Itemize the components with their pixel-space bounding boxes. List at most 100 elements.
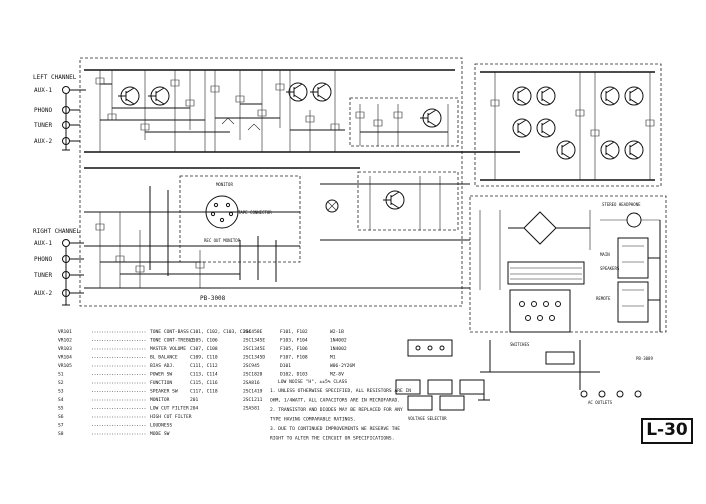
part-ref: F107, F108: [280, 355, 308, 361]
part-desc: W06-2Y26M: [330, 363, 355, 369]
part-desc: 2SC458E: [243, 329, 263, 335]
transistor-icon: [556, 140, 576, 160]
speaker-output-block: STEREO HEADPHONE MAIN SPEAKERS REMOTE: [596, 202, 661, 332]
speakers-label: SPEAKERS: [600, 266, 620, 271]
part-ref: VR101: [58, 329, 72, 335]
main-speaker-label: MAIN: [600, 252, 610, 257]
fuse-holder-icon: [545, 351, 575, 365]
part-ref: D101: [280, 363, 291, 369]
mains-section: SWITCHES AC OUTLETS PB-3089: [478, 340, 653, 405]
right-input-label: TUNER: [34, 272, 52, 279]
power-amp-left: [512, 86, 576, 160]
center-sub-board-outline: [349, 97, 459, 147]
part-ref: VR103: [58, 346, 72, 352]
part-ref: S4: [58, 397, 64, 403]
part-ref: S7: [58, 423, 64, 429]
part-desc: MONITOR: [150, 397, 170, 403]
speaker-terminal-main: [617, 237, 649, 279]
tape-connector-label: TAPE CONNECTOR: [238, 210, 272, 215]
note-line: OHM, 1/4WATT, ALL CAPACITORS ARE IN MICR…: [270, 398, 400, 404]
part-ref: S1: [58, 372, 64, 378]
transistor-icon: [536, 86, 556, 106]
part-ref: C117, C118: [190, 389, 218, 395]
part-ref: C109, C110: [190, 355, 218, 361]
left-input-label: PHONO: [34, 107, 52, 114]
power-supply-outline: [469, 195, 667, 333]
part-desc: 2SC1211: [243, 397, 263, 403]
part-desc: 2SC1345E: [243, 338, 265, 344]
part-desc: 2SA581: [243, 406, 260, 412]
part-desc: HIGH CUT FILTER: [150, 414, 192, 420]
bridge-rectifier-block: [479, 210, 591, 290]
right-input-label: AUX-1: [34, 240, 52, 247]
din-connector-icon: [205, 195, 239, 229]
rear-panel-connectors: [509, 289, 571, 333]
part-desc: SPEAKER SW: [150, 389, 178, 395]
right-input-label: AUX-2: [34, 290, 52, 297]
ac-outlet-icon: [634, 390, 642, 398]
rca-jack-icon: [62, 239, 70, 247]
part-ref: C115, C116: [190, 380, 218, 386]
transistor-icon: [600, 86, 620, 106]
pb-3008-board-outline: [79, 57, 463, 307]
transformer-icon: [507, 261, 585, 285]
center-lower-outline: [357, 171, 459, 231]
part-desc: TONE CONT-TREBLE: [150, 338, 194, 344]
pb-3089-label: PB-3089: [636, 356, 653, 361]
right-preamp-stage: [95, 212, 240, 288]
part-ref: S3: [58, 389, 64, 395]
part-desc: BL BALANCE: [150, 355, 178, 361]
part-ref: S8: [58, 431, 64, 437]
part-ref: C105, C106: [190, 338, 218, 344]
remote-speaker-label: REMOTE: [596, 296, 611, 301]
transistor-icon: [512, 86, 532, 106]
part-ref: C111, C112: [190, 363, 218, 369]
part-desc: W2-1B: [330, 329, 344, 335]
monitor-label: MONITOR: [216, 182, 233, 187]
voltage-selector-plug: [509, 289, 571, 333]
part-desc: FUNCTION: [150, 380, 172, 386]
part-ref: D102, D103: [280, 372, 308, 378]
transistor-icon: [536, 118, 556, 138]
rca-jack-icon: [62, 86, 70, 94]
center-lower-stage: [320, 171, 470, 241]
parts-list-controls: VR101 TONE CONT-BASS VR102 TONE CONT-TREBLE…: [58, 329, 194, 437]
part-ref: VR104: [58, 355, 72, 361]
power-amp-right: [600, 86, 644, 160]
page-label: L-30: [641, 418, 693, 444]
voltage-plug-diagram: [407, 339, 453, 357]
ac-outlets-label: AC OUTLETS: [588, 400, 613, 405]
tape-connector-block: MONITOR TAPE CONNECTOR REC OUT MONITOR: [149, 175, 301, 282]
part-desc: TONE CONT-BASS: [150, 329, 189, 335]
part-desc: 2SC1345E: [243, 346, 265, 352]
part-ref: S2: [58, 380, 64, 386]
transistor-icon: [624, 86, 644, 106]
right-input-jacks: AUX-1 PHONO TUNER AUX-2: [34, 239, 84, 306]
speaker-terminal-remote: [617, 281, 649, 323]
headphone-jack-icon: [626, 212, 642, 228]
part-ref: C107, C108: [190, 346, 218, 352]
power-transformer: [507, 261, 585, 285]
part-ref: F103, F104: [280, 338, 308, 344]
pb-3008-label: PB-3008: [200, 295, 226, 302]
part-ref: F101, F102: [280, 329, 308, 335]
part-ref: 201: [190, 397, 199, 403]
part-ref: VR102: [58, 338, 72, 344]
stereo-headphone-label: STEREO HEADPHONE: [602, 202, 641, 207]
left-input-jacks: AUX-1 PHONO TUNER AUX-2: [34, 86, 86, 151]
left-channel-title: LEFT CHANNEL: [33, 74, 77, 81]
part-ref: 204: [190, 406, 199, 412]
voltage-plug-diagram: [427, 379, 453, 395]
notes-block: 1. UNLESS OTHERWISE SPECIFIED, ALL RESIS…: [270, 388, 411, 442]
part-desc: POWER SW: [150, 372, 172, 378]
left-preamp-stage: [95, 70, 230, 152]
low-noise-note: LOW NOISE "H", ±±5% CLASS: [278, 379, 347, 385]
lamp-icon: [325, 199, 339, 213]
part-ref: S6: [58, 414, 64, 420]
part-desc: 2SC1419: [243, 389, 263, 395]
ac-outlet-icon: [616, 390, 624, 398]
part-desc: MZ-8V: [330, 372, 344, 378]
right-channel-title: RIGHT CHANNEL: [33, 228, 80, 235]
